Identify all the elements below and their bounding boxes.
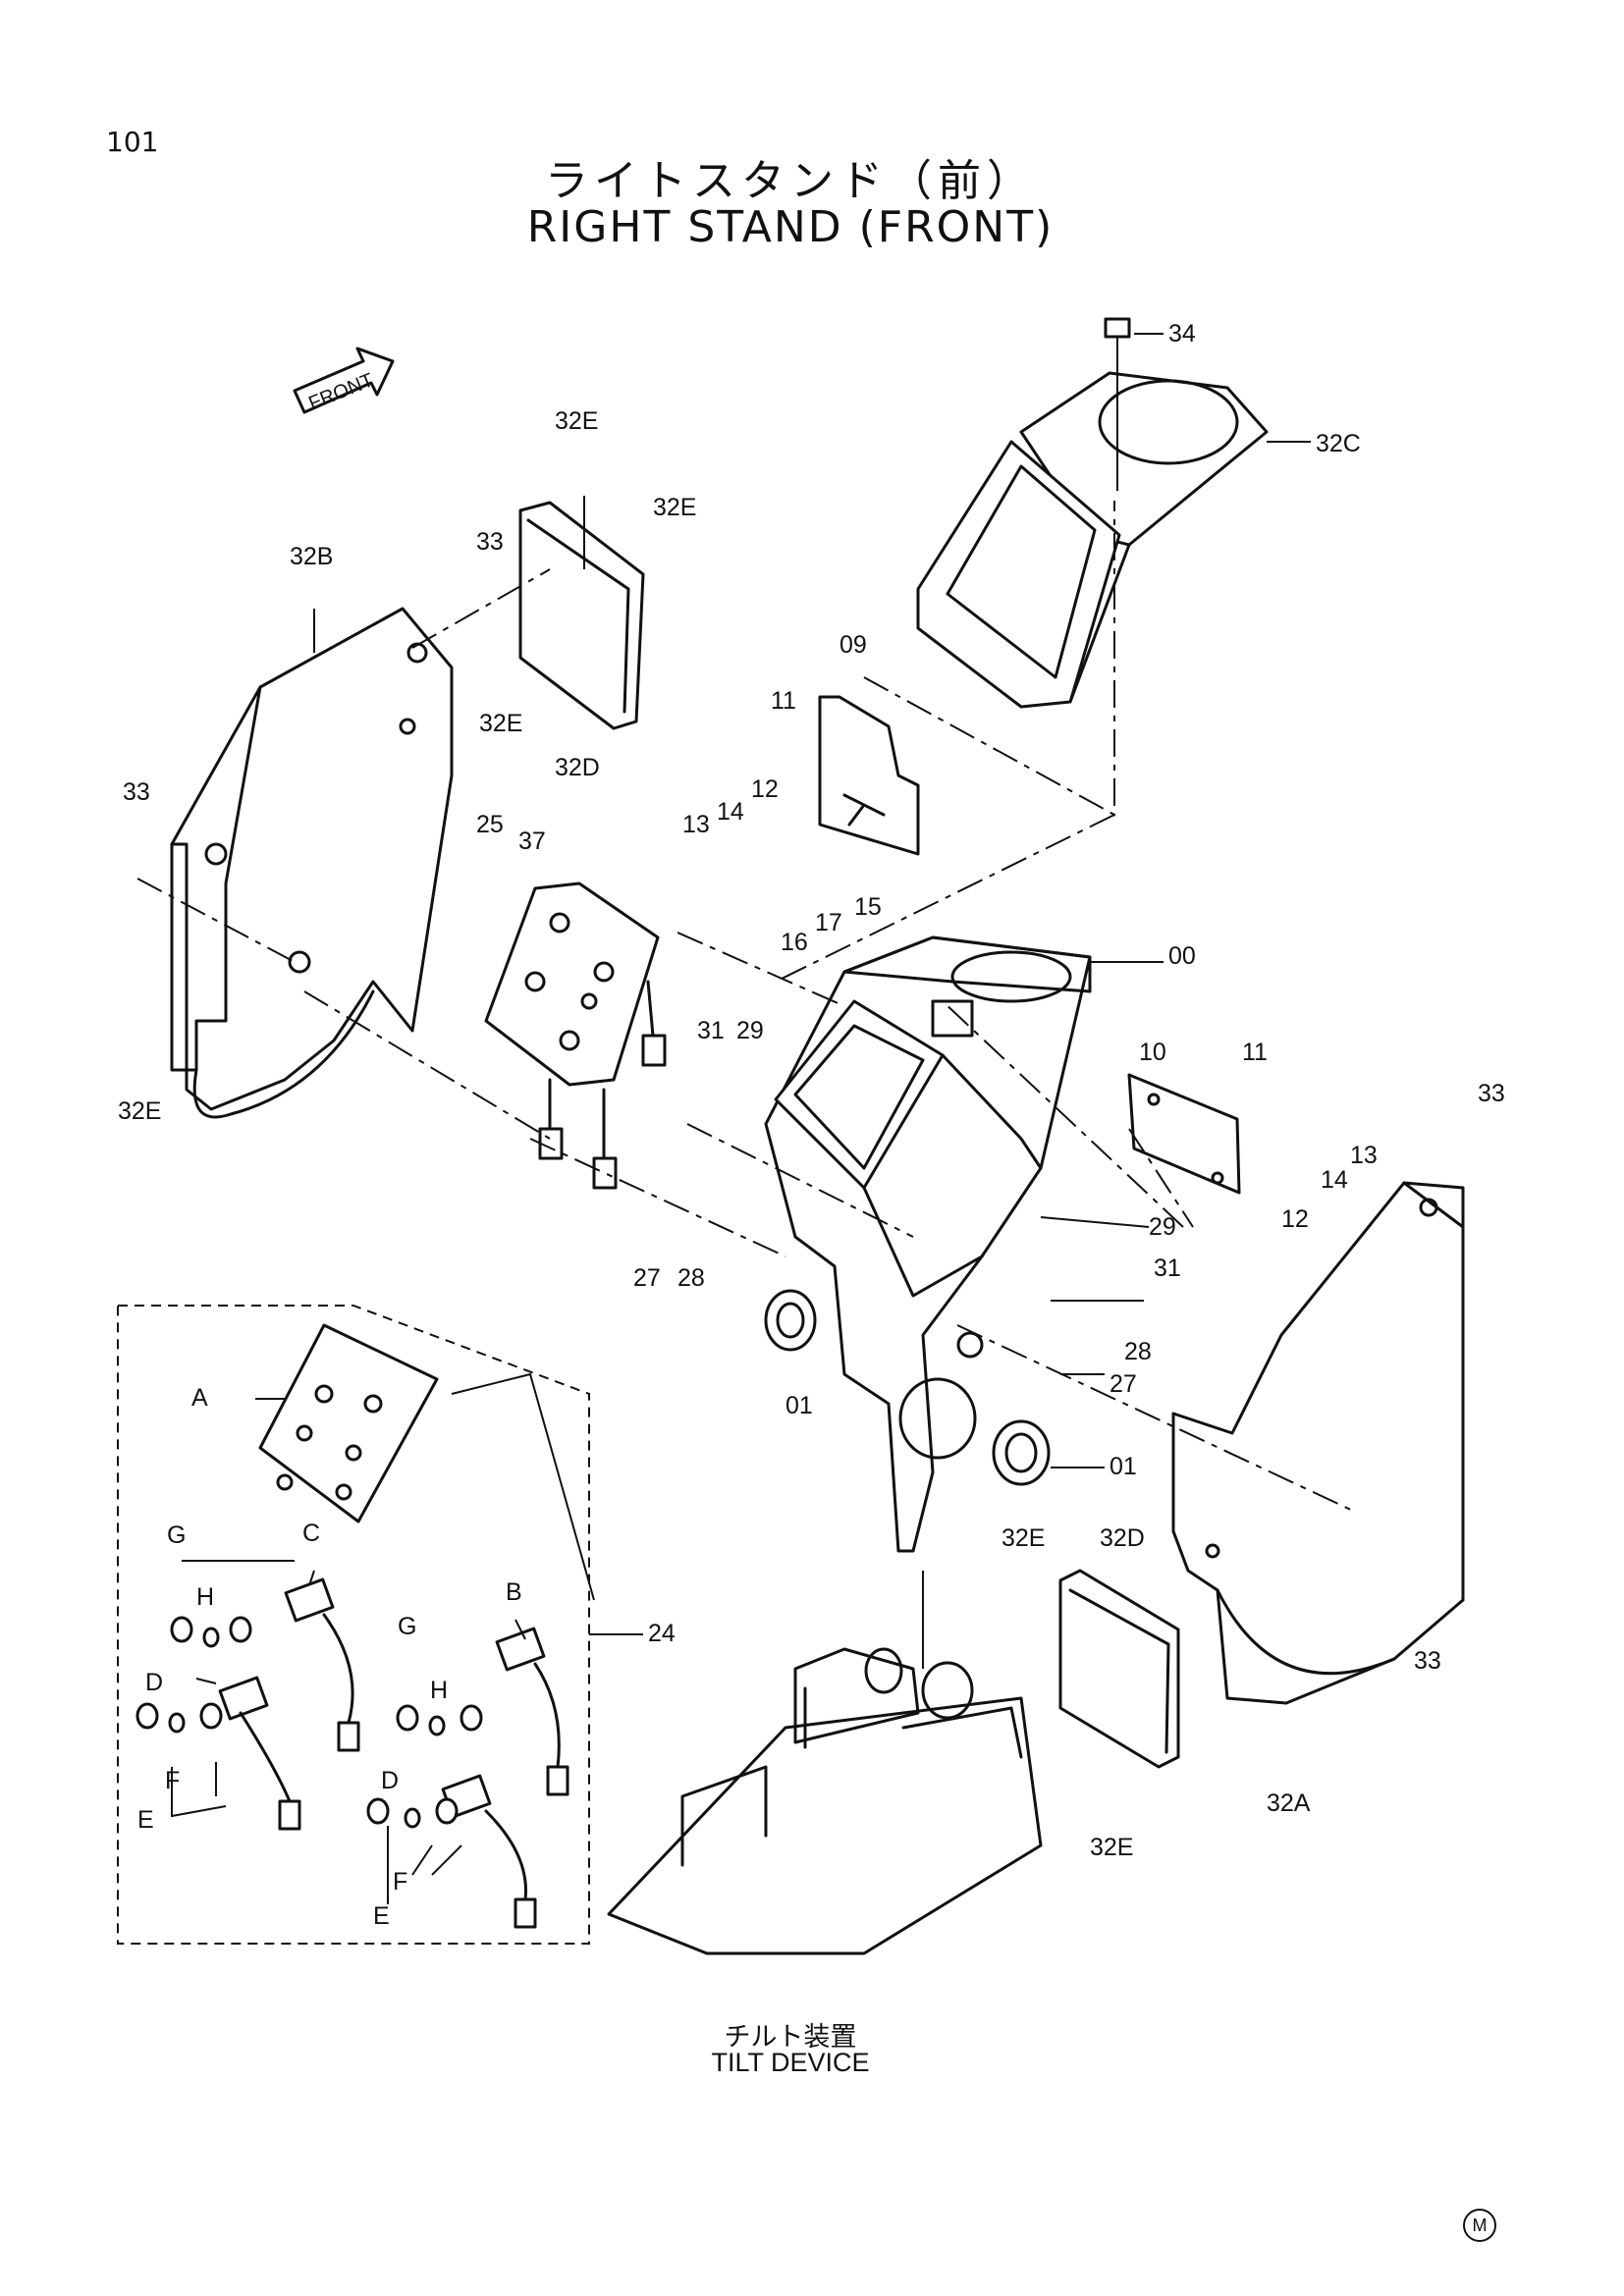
front-arrow-icon: FRONT	[293, 347, 395, 415]
callout-label: H	[430, 1677, 448, 1704]
title-japanese: ライトスタンド（前）	[545, 156, 1036, 206]
callout-label: 27	[633, 1264, 661, 1292]
callout-label: 09	[839, 631, 867, 659]
callout-label: 11	[771, 687, 796, 715]
page-number: 101	[106, 126, 159, 158]
part-32d-cover-upper	[518, 501, 645, 730]
callout-label: 01	[1110, 1453, 1137, 1480]
callout-label: 13	[682, 811, 710, 838]
callout-label: 10	[1139, 1039, 1166, 1066]
assembly-line-2	[677, 501, 1115, 1007]
callout-label: 12	[1281, 1205, 1309, 1233]
callout-label: 32D	[1100, 1524, 1145, 1552]
callout-labels: 34 32C 32E 32E 32E 32E 32E 32E 33 33 33 …	[118, 320, 1505, 1930]
callout-label: D	[145, 1669, 163, 1696]
assembly-line-3	[942, 1000, 1356, 1513]
part-32c-housing	[916, 371, 1269, 709]
kit-24-switches	[135, 1577, 569, 1929]
part-32a-side-plate	[1171, 1181, 1465, 1705]
corner-mark: M	[1463, 2209, 1496, 2242]
bushing-01-upper	[764, 1289, 817, 1352]
callout-label: 32E	[555, 407, 598, 435]
callout-label: 28	[1124, 1338, 1152, 1365]
bolt-34	[1104, 317, 1131, 339]
callout-label: 32B	[290, 543, 333, 570]
callout-label: 27	[1110, 1370, 1137, 1398]
callout-label: 32C	[1316, 430, 1361, 457]
callout-label: 33	[123, 778, 150, 806]
callout-label: F	[165, 1767, 180, 1794]
callout-label: 14	[1321, 1166, 1348, 1194]
callout-label: 31	[697, 1017, 725, 1044]
callout-label: C	[302, 1520, 320, 1547]
callout-label: 17	[815, 909, 842, 936]
callout-label: D	[381, 1767, 399, 1794]
callout-label: 01	[785, 1392, 813, 1419]
callout-label: 32E	[118, 1097, 161, 1125]
part-09-bracket	[818, 695, 920, 856]
callout-label: 25	[476, 811, 504, 838]
callout-label: B	[506, 1578, 522, 1606]
assembly-line-4	[136, 878, 914, 1238]
callout-label: 11	[1242, 1039, 1268, 1066]
assembly-line-1	[303, 568, 786, 1257]
footer-caption-en: TILT DEVICE	[711, 2048, 870, 2077]
callout-label: G	[167, 1522, 186, 1549]
callout-label: 32E	[1090, 1834, 1133, 1861]
callout-label: 16	[781, 929, 808, 956]
title-english: RIGHT STAND (FRONT)	[526, 202, 1055, 252]
callout-label: 33	[476, 528, 504, 556]
callout-label: 28	[677, 1264, 705, 1292]
callout-label: F	[393, 1868, 407, 1896]
front-arrow-label: FRONT	[305, 369, 376, 414]
callout-label: E	[373, 1902, 390, 1930]
part-32d-cover-lower	[1058, 1569, 1180, 1769]
callout-label: 12	[751, 775, 779, 803]
callout-label: 29	[736, 1017, 764, 1044]
callout-label: G	[398, 1613, 416, 1640]
callout-label: 15	[854, 893, 882, 921]
callout-label: 34	[1168, 320, 1196, 347]
callout-label: 37	[518, 828, 546, 855]
leader-lines	[171, 333, 1311, 1904]
callout-label: 29	[1149, 1213, 1176, 1241]
part-00-main-stand	[764, 935, 1092, 1553]
callout-label: 32E	[653, 494, 696, 521]
callout-label: 32D	[555, 754, 600, 781]
bushing-01-lower	[992, 1419, 1051, 1486]
callout-label: 31	[1154, 1255, 1181, 1282]
callout-label: 13	[1350, 1142, 1378, 1169]
callout-label: 24	[648, 1620, 676, 1647]
part-32b-side-plate	[170, 607, 454, 1119]
callout-label: A	[191, 1384, 208, 1412]
tilt-device-base	[607, 1647, 1043, 1955]
kit-24-panel-a	[258, 1323, 439, 1523]
part-switch-panel	[484, 881, 667, 1190]
callout-label: 32E	[479, 710, 522, 737]
callout-label: E	[137, 1806, 154, 1834]
footer-caption-jp: チルト装置	[724, 2022, 857, 2052]
callout-label: 32E	[1001, 1524, 1045, 1552]
callout-label: 14	[717, 798, 744, 826]
part-10-plate	[1127, 1073, 1241, 1195]
callout-label: H	[196, 1583, 214, 1611]
callout-label: 32A	[1267, 1789, 1311, 1817]
callout-label: 33	[1478, 1080, 1505, 1107]
callout-label: 33	[1414, 1647, 1441, 1675]
callout-label: 00	[1168, 942, 1196, 970]
